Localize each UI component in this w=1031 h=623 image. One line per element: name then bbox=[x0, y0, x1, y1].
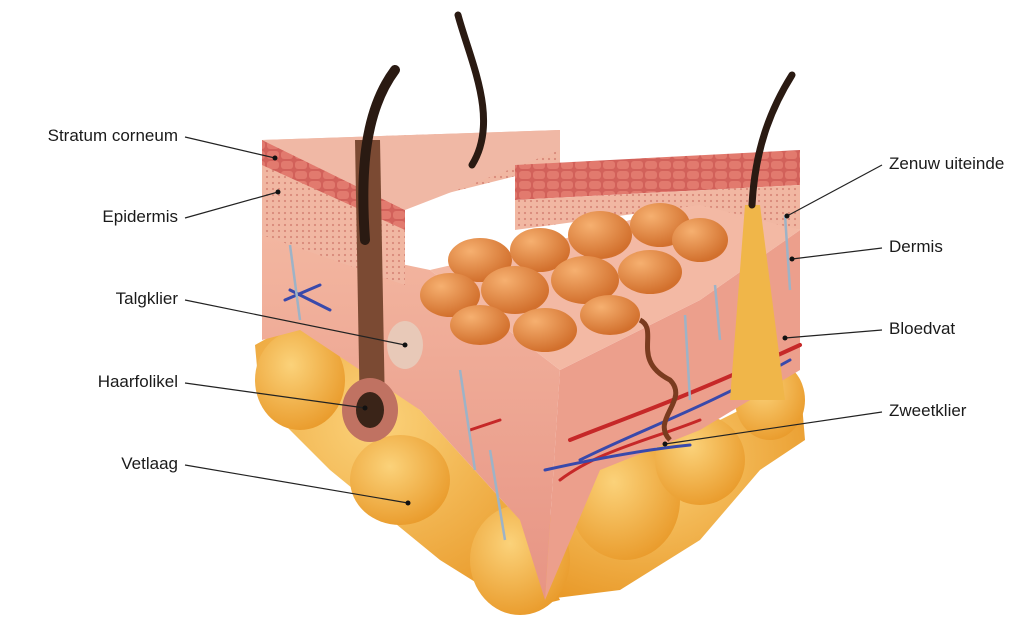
label-talgklier: Talgklier bbox=[116, 289, 178, 309]
label-haarfolikel: Haarfolikel bbox=[98, 372, 178, 392]
label-zweetklier: Zweetklier bbox=[889, 401, 966, 421]
label-zenuw-uiteinde: Zenuw uiteinde bbox=[889, 154, 1004, 174]
label-stratum-corneum: Stratum corneum bbox=[48, 126, 178, 146]
label-bloedvat: Bloedvat bbox=[889, 319, 955, 339]
label-dermis: Dermis bbox=[889, 237, 943, 257]
label-epidermis: Epidermis bbox=[102, 207, 178, 227]
label-vetlaag: Vetlaag bbox=[121, 454, 178, 474]
